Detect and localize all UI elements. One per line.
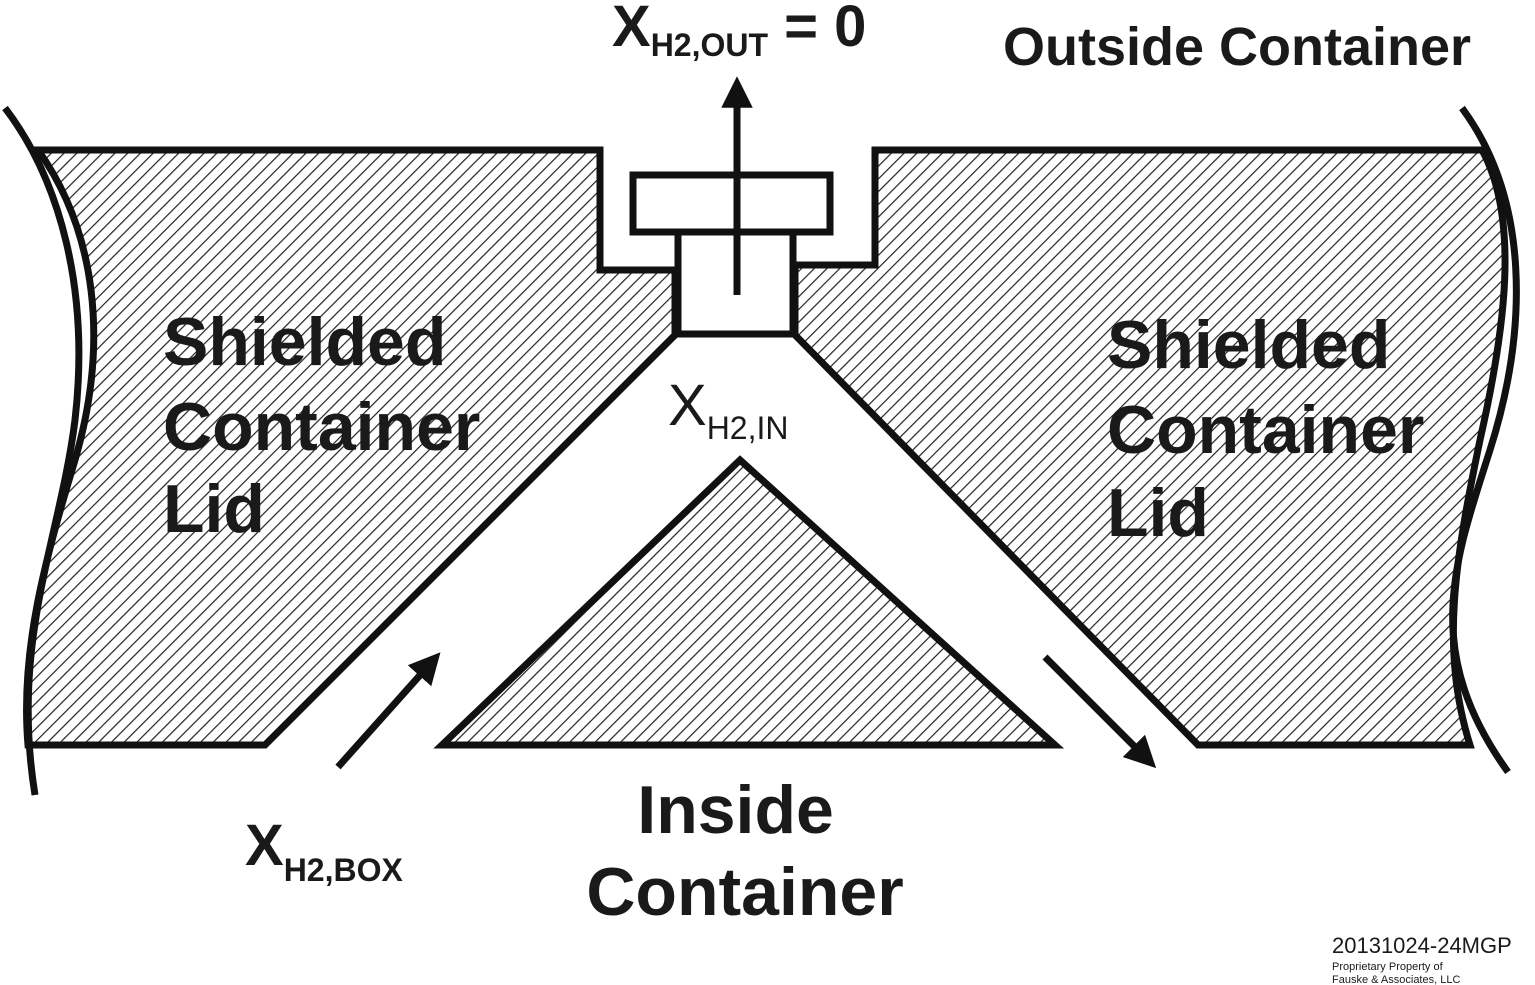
x-in-label: XH2,IN (668, 373, 788, 446)
figure-id: 20131024-24MGP (1332, 933, 1512, 958)
flow-in-arrow (335, 652, 441, 770)
x-box-label: XH2,BOX (245, 813, 403, 888)
inside-container-label: Inside Container (586, 772, 903, 930)
right-lid-shape (791, 146, 1509, 749)
vent-plug-cap (629, 171, 834, 236)
credit-line-2: Fauske & Associates, LLC (1332, 974, 1460, 985)
right-lid-label: Shielded Container Lid (1107, 307, 1443, 551)
left-lid-label: Shielded Container Lid (163, 304, 499, 547)
inner-container-triangle (433, 455, 1065, 749)
flow-out-arrow (1042, 654, 1157, 769)
credit-line-1: Proprietary Property of (1332, 961, 1444, 973)
outside-container-label: Outside Container (1003, 17, 1471, 77)
x-out-label: XH2,OUT = 0 (612, 0, 866, 63)
left-break-line (2, 105, 83, 796)
right-break-line (1449, 105, 1520, 775)
